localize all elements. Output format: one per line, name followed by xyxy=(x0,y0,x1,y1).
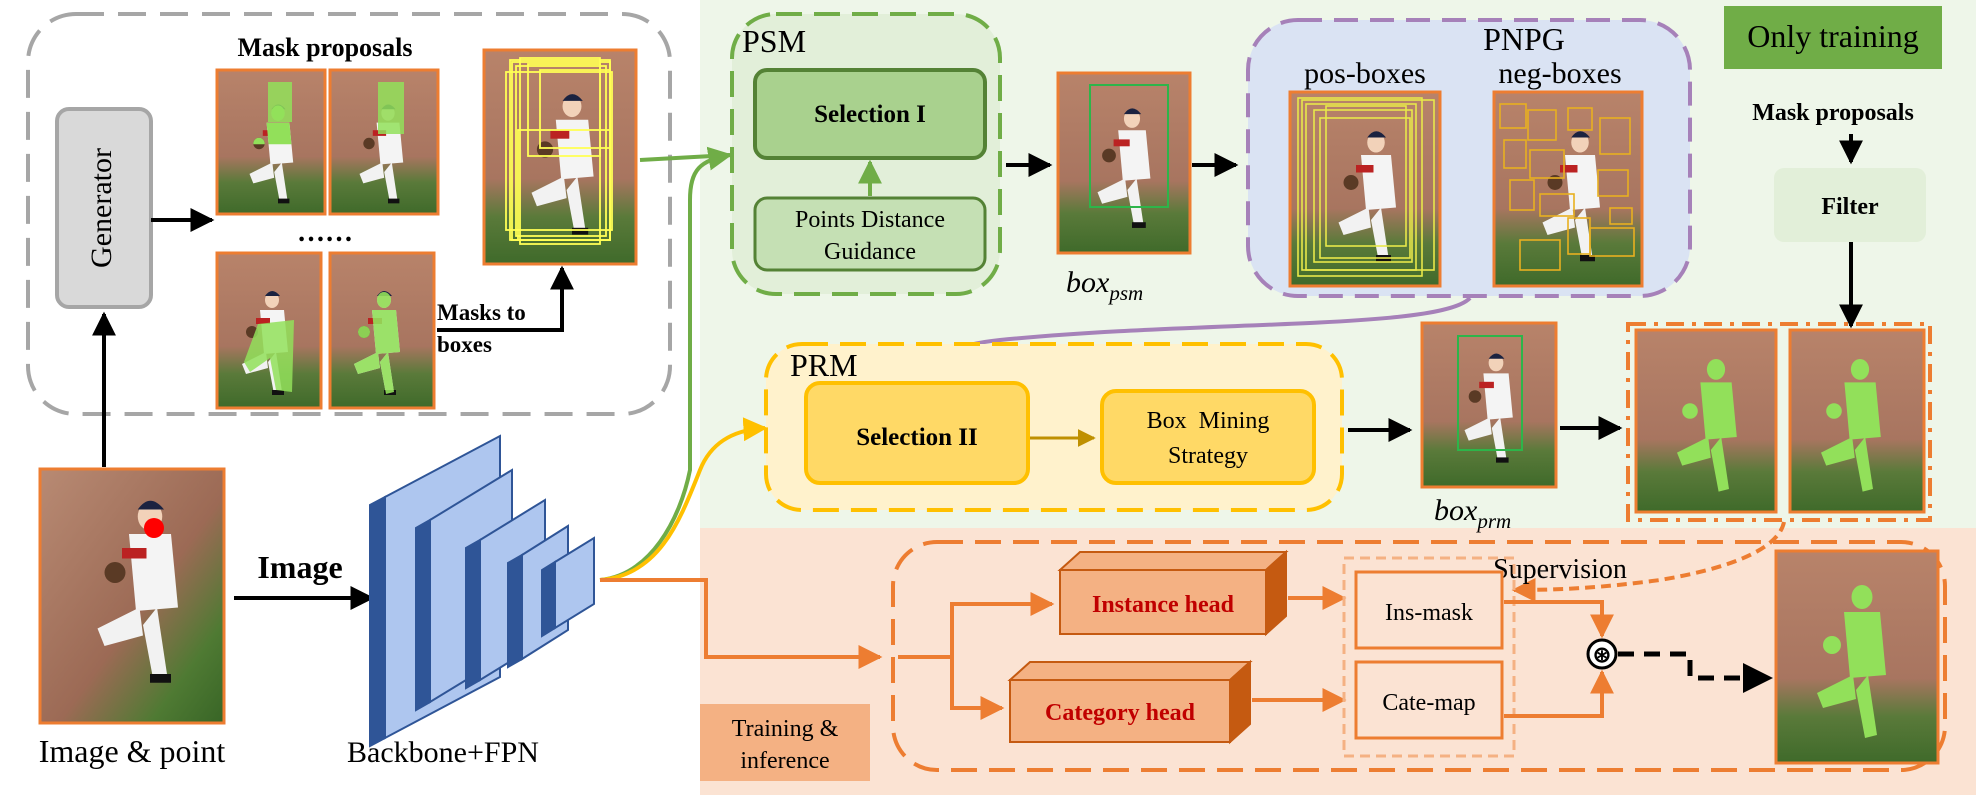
supervision-arrow xyxy=(1511,521,1786,602)
pseudo-mask-thumb-2 xyxy=(1788,328,1926,514)
guidance-label-line1: Points Distance xyxy=(795,207,945,233)
box-psm-thumbnail xyxy=(1056,71,1192,255)
boxes-thumbnail xyxy=(482,48,638,266)
pnpg-title: PNPG xyxy=(1483,21,1565,57)
category-head-label: Category head xyxy=(1045,700,1196,726)
backbone-fpn xyxy=(369,434,595,748)
inference-region-background xyxy=(700,528,1976,795)
instance-head-box xyxy=(1057,549,1289,637)
mask-proposals-title: Mask proposals xyxy=(237,33,412,62)
multiply-symbol: ⊛ xyxy=(1593,642,1611,667)
input-image xyxy=(38,467,226,725)
filter-box xyxy=(1774,168,1926,242)
insmask-to-multiply-arrow xyxy=(1504,600,1614,639)
final-output-image xyxy=(1774,549,1940,765)
multiply-operator xyxy=(1586,638,1618,670)
ins-mask-label: Ins-mask xyxy=(1385,600,1473,626)
mining-label-line2: Strategy xyxy=(1168,443,1248,469)
box-prm-label: boxprm xyxy=(1434,494,1511,533)
to-instance-head-arrow xyxy=(898,592,1055,659)
image-point-label: Image & point xyxy=(39,733,226,769)
point-marker xyxy=(144,518,164,538)
ellipsis: …… xyxy=(297,217,353,248)
training-inference-badge xyxy=(700,704,870,781)
cate-map-label: Cate-map xyxy=(1382,690,1475,716)
guidance-label-line2: Guidance xyxy=(824,239,916,265)
pos-boxes-thumbnail xyxy=(1288,90,1442,288)
mining-label-line1: Box Mining xyxy=(1147,408,1270,434)
backbone-label: Backbone+FPN xyxy=(347,736,539,769)
to-category-head-arrow xyxy=(950,657,1005,720)
pseudo-masks-group xyxy=(1626,322,1932,522)
boxes-to-psm-arrow xyxy=(639,153,731,162)
prm-title: PRM xyxy=(790,347,858,383)
training-inference-label-line2: inference xyxy=(740,748,829,774)
points-distance-guidance-box xyxy=(753,196,987,272)
masks-to-boxes-arrow xyxy=(437,265,574,332)
training-inference-label-line1: Training & xyxy=(732,716,839,742)
backbone-to-prm-arrow xyxy=(599,417,768,582)
neg-boxes-label: neg-boxes xyxy=(1498,57,1621,90)
pseudo-mask-thumb-1 xyxy=(1634,328,1778,514)
cate-map-box xyxy=(1354,660,1504,740)
heads-group xyxy=(891,540,1947,772)
mask-proposal-group xyxy=(26,12,672,416)
selection-i-label: Selection I xyxy=(814,101,926,128)
mask-proposal-thumb-4 xyxy=(328,251,436,410)
selection-i-box xyxy=(753,68,987,160)
catemap-to-multiply-arrow xyxy=(1504,669,1614,718)
mask-proposal-thumb-2 xyxy=(328,68,440,216)
instance-head-label: Instance head xyxy=(1092,592,1235,618)
masks-to-boxes-label-line1: Masks to xyxy=(437,300,526,325)
box-mining-strategy-box xyxy=(1100,389,1316,485)
masks-to-boxes-label-line2: boxes xyxy=(437,332,492,357)
only-training-label: Only training xyxy=(1747,18,1919,54)
generator-box xyxy=(55,107,153,309)
multiply-to-output-arrow xyxy=(1618,651,1773,693)
pos-boxes-label: pos-boxes xyxy=(1304,57,1426,90)
backbone-to-heads-arrow xyxy=(600,578,883,669)
image-label: Image xyxy=(257,549,342,585)
generator-label: Generator xyxy=(85,148,118,268)
neg-boxes-thumbnail xyxy=(1492,90,1644,288)
outputs-group xyxy=(1342,556,1516,758)
mask-proposal-thumb-3 xyxy=(215,251,323,410)
only-training-badge xyxy=(1724,6,1942,69)
filter-label: Filter xyxy=(1821,194,1879,220)
right-mask-proposals-label: Mask proposals xyxy=(1752,100,1914,126)
category-head-box xyxy=(1007,659,1253,745)
selection-ii-box xyxy=(804,381,1030,485)
backbone-to-psm-arrow xyxy=(599,146,733,582)
mask-proposal-thumb-1 xyxy=(215,68,327,216)
box-psm-label: boxpsm xyxy=(1066,266,1143,305)
box-prm-thumbnail xyxy=(1420,321,1558,489)
psm-title: PSM xyxy=(742,23,806,59)
ins-mask-box xyxy=(1354,570,1504,650)
selection-ii-label: Selection II xyxy=(856,424,978,451)
